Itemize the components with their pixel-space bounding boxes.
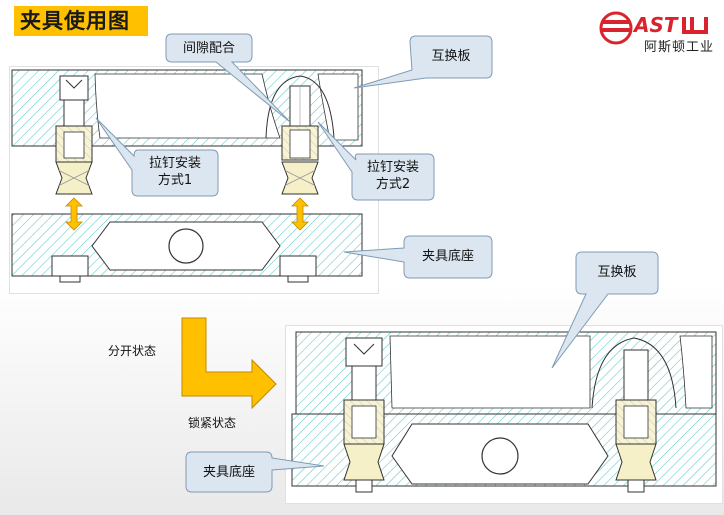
callout-base-bottom-bubble [185,451,325,493]
callout-pull-stud-2-line2: 方式2 [375,177,411,192]
callout-gap-fit: 间隙配合 [182,41,235,56]
company-logo: AST [599,11,708,45]
page-title: 夹具使用图 [14,6,148,36]
callout-exchange-plate-bottom: 互换板 [597,265,637,280]
logo-brand-text: AST [632,13,679,37]
callout-gap-fit-bubble [165,33,291,123]
state-open-label: 分开状态 [108,344,157,358]
callout-exchange-plate-bottom-bubble [551,251,659,369]
callout-base-bottom: 夹具底座 [202,465,255,480]
pull-stud-left-bottom [343,337,385,493]
logo-company-name: 阿斯顿工业 [644,40,715,55]
state-locked-label: 锁紧状态 [188,416,237,430]
pull-stud-right-bottom [615,349,657,493]
callout-pull-stud-1-bubble [95,117,219,197]
pull-stud-right-top [281,85,319,195]
callout-pull-stud-1: 拉钉安装 方式1 [132,155,218,189]
callout-base-top-bubble [343,235,493,279]
fixture-base-top [11,213,363,283]
separation-arrow-right [291,197,309,231]
callout-exchange-plate-top: 互换板 [431,49,471,64]
callout-pull-stud-1-line2: 方式1 [157,173,193,188]
separation-arrow-left [65,197,83,231]
state-transition-arrow [181,317,277,410]
pull-stud-left-top [55,75,93,195]
callout-pull-stud-2-bubble [317,121,435,201]
callout-pull-stud-1-line1: 拉钉安装 [148,156,201,171]
callout-pull-stud-2: 拉钉安装 方式2 [352,159,434,193]
callout-pull-stud-2-line1: 拉钉安装 [366,160,419,175]
callout-base-top: 夹具底座 [421,249,474,264]
exchange-plate-top [11,69,363,147]
callout-exchange-plate-top-bubble [353,35,493,89]
